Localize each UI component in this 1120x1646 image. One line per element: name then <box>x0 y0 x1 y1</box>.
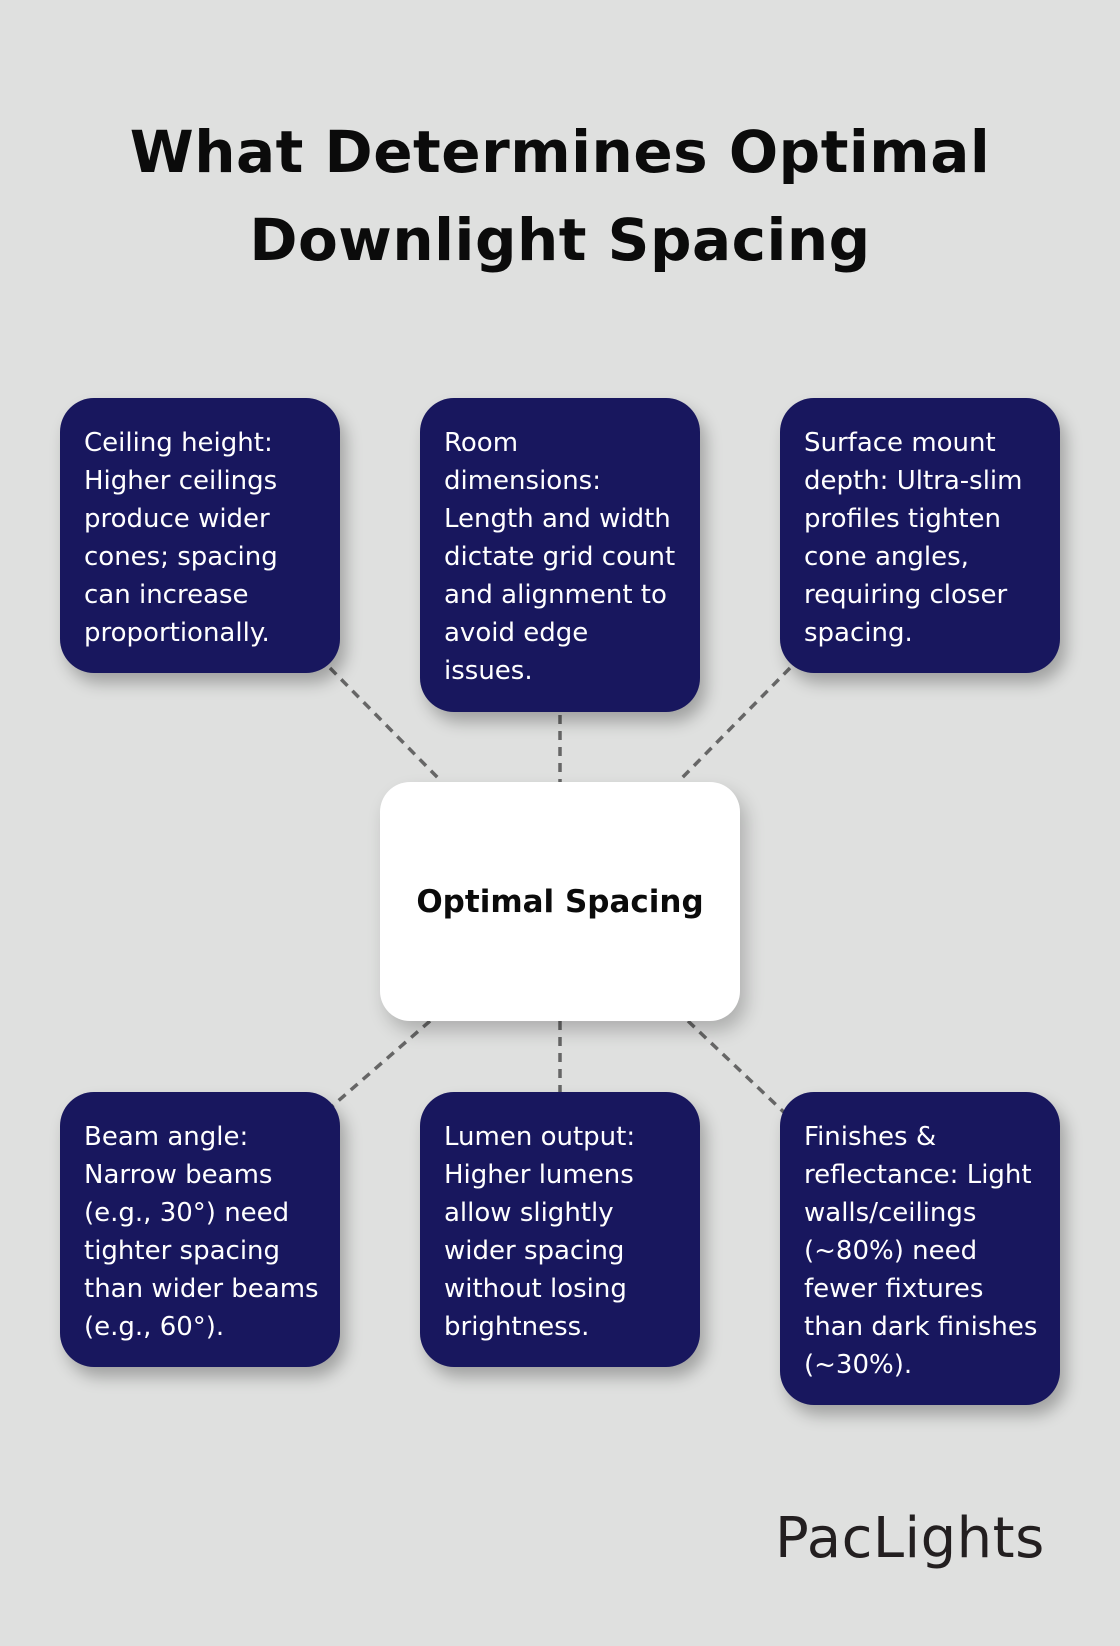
factor-card-beam-angle: Beam angle: Narrow beams (e.g., 30°) nee… <box>60 1092 340 1367</box>
center-label: Optimal Spacing <box>416 883 704 920</box>
brand-logo: PacLights <box>775 1506 1045 1571</box>
factor-text: Lumen output: Higher lumens allow slight… <box>444 1122 636 1342</box>
page-title: What Determines Optimal Downlight Spacin… <box>0 108 1120 284</box>
center-node: Optimal Spacing <box>380 782 740 1021</box>
factor-text: Ceiling height: Higher ceilings produce … <box>84 428 278 648</box>
factor-text: Room dimensions: Length and width dictat… <box>444 428 676 686</box>
factor-text: Finishes & reflectance: Light walls/ceil… <box>804 1122 1038 1380</box>
factor-text: Beam angle: Narrow beams (e.g., 30°) nee… <box>84 1122 319 1342</box>
title-line-2: Downlight Spacing <box>249 206 871 274</box>
factor-card-ceiling-height: Ceiling height: Higher ceilings produce … <box>60 398 340 673</box>
factor-card-room-dimensions: Room dimensions: Length and width dictat… <box>420 398 700 712</box>
factor-card-surface-mount-depth: Surface mount depth: Ultra-slim profiles… <box>780 398 1060 673</box>
title-line-1: What Determines Optimal <box>129 118 991 186</box>
factor-card-finishes-reflectance: Finishes & reflectance: Light walls/ceil… <box>780 1092 1060 1405</box>
factor-card-lumen-output: Lumen output: Higher lumens allow slight… <box>420 1092 700 1367</box>
factor-text: Surface mount depth: Ultra-slim profiles… <box>804 428 1023 648</box>
